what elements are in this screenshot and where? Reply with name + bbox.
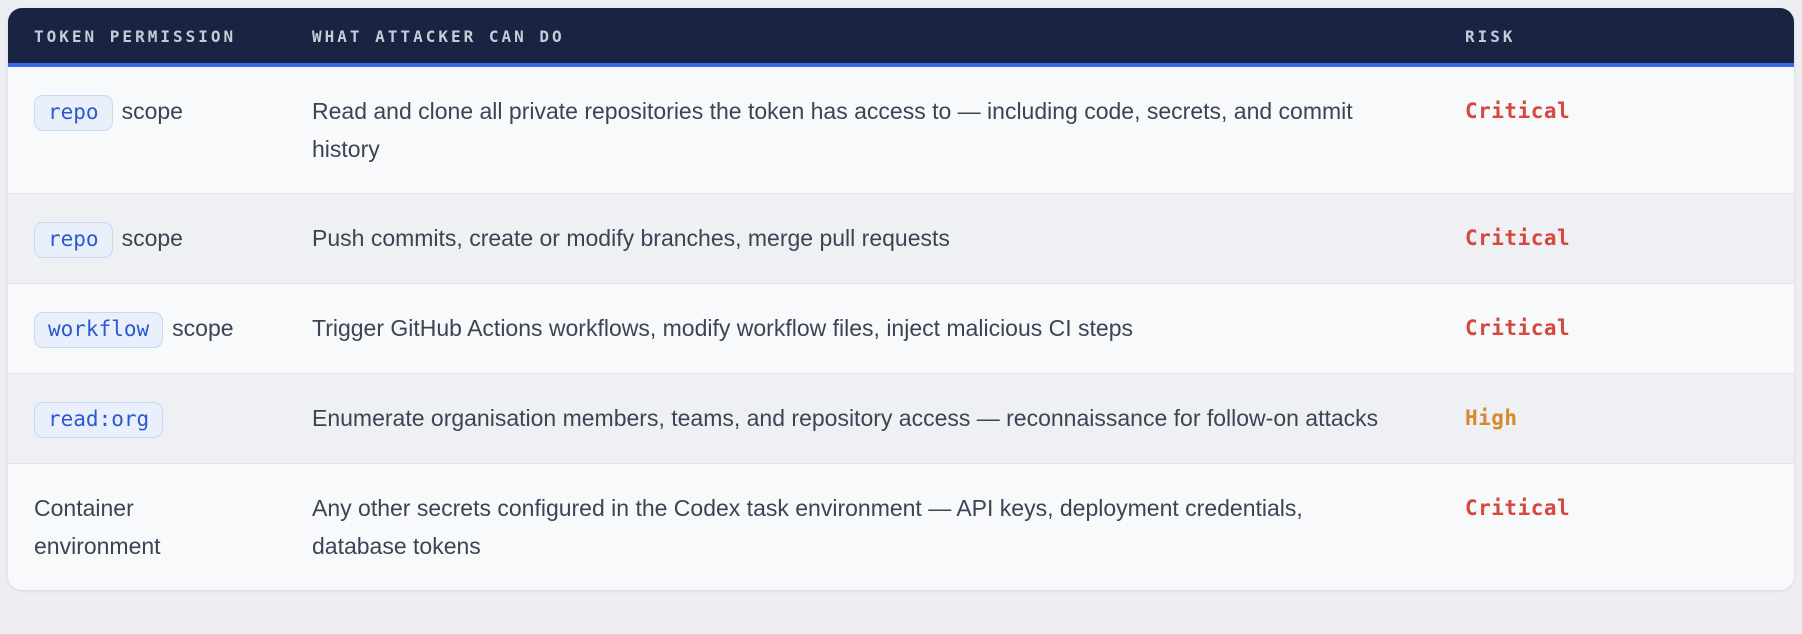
description-cell: Trigger GitHub Actions workflows, modify… — [312, 315, 1134, 341]
table-row: repo scope Read and clone all private rep… — [8, 67, 1794, 193]
description-cell: Any other secrets configured in the Code… — [312, 495, 1303, 559]
risk-badge: Critical — [1465, 316, 1571, 340]
risk-badge: Critical — [1465, 496, 1571, 520]
table-row: Container environment Any other secrets … — [8, 463, 1794, 590]
risk-badge: High — [1465, 406, 1518, 430]
permission-text: Container environment — [34, 495, 161, 559]
permission-suffix: scope — [121, 225, 183, 251]
permission-cell: read:org — [34, 374, 312, 463]
description-cell: Enumerate organisation members, teams, a… — [312, 405, 1379, 431]
table-row: repo scope Push commits, create or modify… — [8, 193, 1794, 283]
permission-cell: repo scope — [34, 194, 312, 283]
permission-cell: repo scope — [34, 67, 312, 193]
permission-badge: repo — [34, 95, 113, 131]
table-row: read:org Enumerate organisation members,… — [8, 373, 1794, 463]
description-cell: Push commits, create or modify branches,… — [312, 225, 950, 251]
col-header-token-permission: TOKEN PERMISSION — [34, 27, 237, 46]
table-body: repo scope Read and clone all private rep… — [8, 67, 1794, 590]
risk-badge: Critical — [1465, 226, 1571, 250]
risk-badge: Critical — [1465, 99, 1571, 123]
permission-badge: read:org — [34, 402, 164, 438]
permission-suffix: scope — [172, 315, 234, 341]
permission-badge: repo — [34, 222, 113, 258]
permission-suffix: scope — [121, 98, 183, 124]
permission-cell: workflow scope — [34, 284, 312, 373]
permission-cell: Container environment — [34, 464, 312, 590]
col-header-risk: RISK — [1465, 27, 1516, 46]
col-header-what-attacker-can-do: WHAT ATTACKER CAN DO — [312, 27, 565, 46]
risk-table: TOKEN PERMISSION WHAT ATTACKER CAN DO RI… — [8, 8, 1794, 590]
table-header: TOKEN PERMISSION WHAT ATTACKER CAN DO RI… — [8, 8, 1794, 67]
description-cell: Read and clone all private repositories … — [312, 98, 1353, 162]
permission-badge: workflow — [34, 312, 164, 348]
table-row: workflow scope Trigger GitHub Actions wor… — [8, 283, 1794, 373]
